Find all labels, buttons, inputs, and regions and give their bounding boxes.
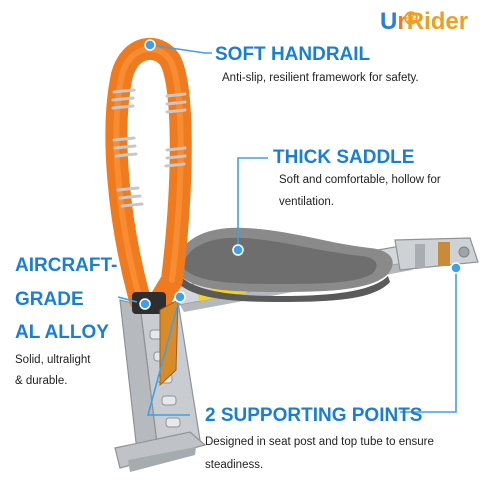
handrail-title: SOFT HANDRAIL: [215, 44, 371, 65]
top-tube-clamp: [394, 237, 479, 271]
saddle-title: THICK SADDLE: [273, 147, 415, 168]
callout-dot-icon: [144, 39, 156, 51]
alloy-desc-line2: & durable.: [15, 375, 68, 387]
handrail-desc: Anti-slip, resilient framework for safet…: [222, 72, 419, 84]
callout-dot-icon: [450, 262, 462, 274]
callout-dot-icon: [174, 291, 186, 303]
wheel-logo-icon: [404, 11, 418, 25]
brand-logo-r: r: [397, 8, 407, 35]
callout-dot-icon: [139, 298, 151, 310]
support-desc-line1: Designed in seat post and top tube to en…: [205, 436, 434, 448]
support-title: 2 SUPPORTING POINTS: [205, 405, 423, 426]
brand-logo-rest: Rider: [406, 8, 469, 35]
brand-logo: UrRider: [380, 8, 468, 36]
saddle-desc-line1: Soft and comfortable, hollow for: [279, 174, 441, 186]
support-desc-line2: steadiness.: [205, 459, 264, 471]
handrail: [105, 37, 192, 387]
saddle: [173, 227, 393, 302]
alloy-title-line2: GRADE: [15, 289, 84, 310]
saddle-desc-line2: ventilation.: [279, 196, 334, 208]
alloy-desc-line1: Solid, ultralight: [15, 354, 91, 366]
callout-lines: [117, 44, 457, 416]
brand-logo-u: U: [380, 8, 398, 35]
alloy-title-line3: AL ALLOY: [15, 322, 109, 343]
alloy-title-line1: AIRCRAFT-: [15, 255, 118, 276]
callout-dot-icon: [232, 244, 244, 256]
